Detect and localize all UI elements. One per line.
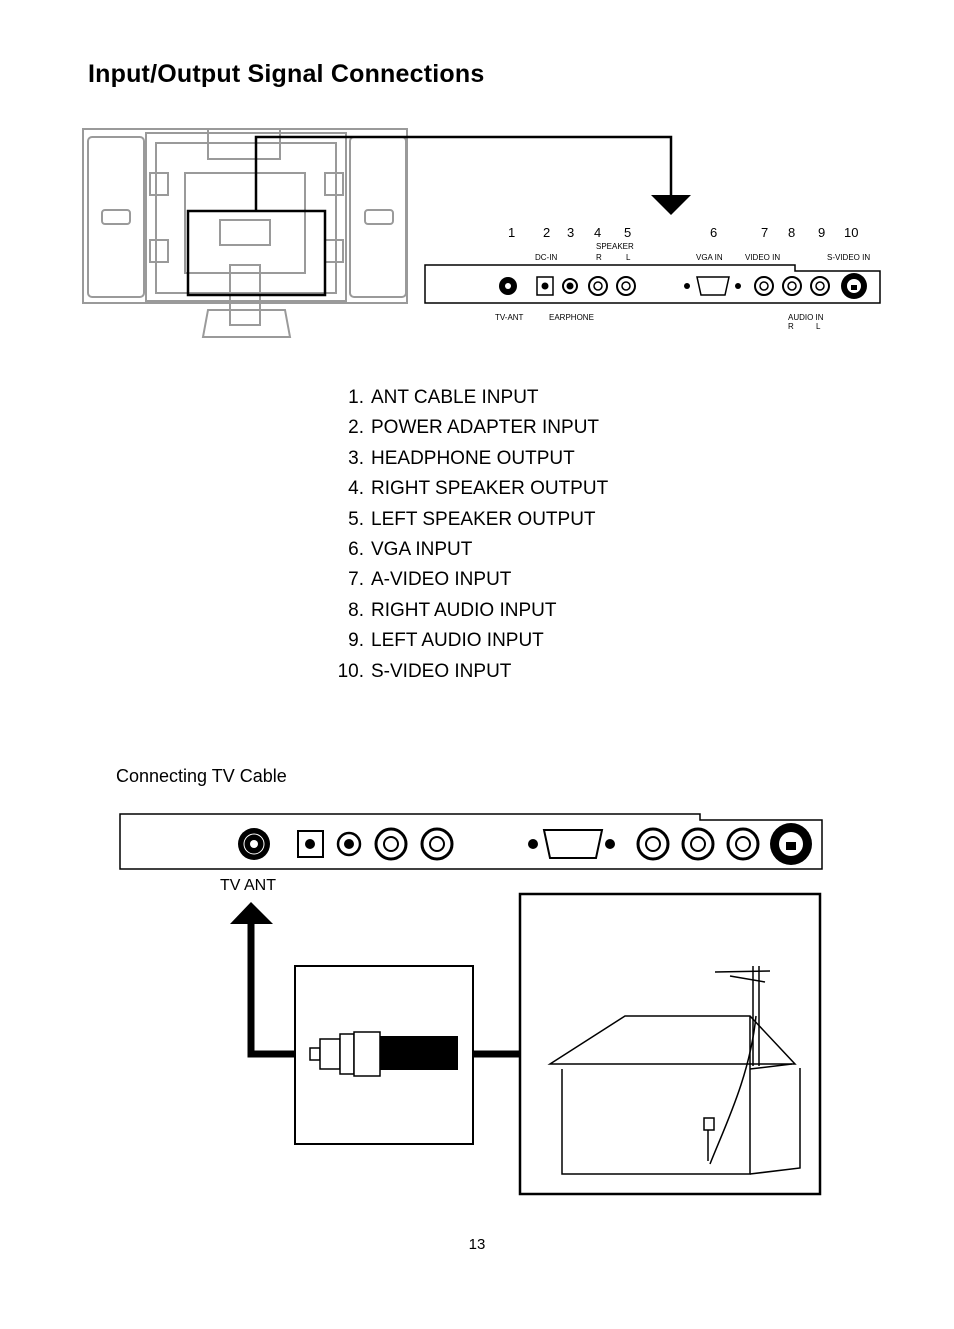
cable-connection-illustration <box>119 813 823 1196</box>
dc-in-label: DC-IN <box>535 253 558 262</box>
list-item: 8.RIGHT AUDIO INPUT <box>348 599 557 621</box>
audio-r-label: R <box>788 322 794 331</box>
list-item: 9.LEFT AUDIO INPUT <box>348 630 544 652</box>
connector-list: 1.ANT CABLE INPUT 2.POWER ADAPTER INPUT … <box>330 383 609 687</box>
connector-number: 4 <box>594 225 602 240</box>
speaker-l-label: L <box>626 253 631 262</box>
connector-number: 7 <box>761 225 769 240</box>
list-item: 10.S-VIDEO INPUT <box>337 660 512 682</box>
cable-connection-diagram <box>110 806 840 1211</box>
list-item: 4.RIGHT SPEAKER OUTPUT <box>348 478 609 500</box>
vga-in-label: VGA IN <box>696 253 723 262</box>
tv-ant-label: TV-ANT <box>495 313 524 322</box>
tv-ant-label: TV ANT <box>220 877 277 894</box>
connector-number: 3 <box>567 225 575 240</box>
list-item: 5.LEFT SPEAKER OUTPUT <box>348 508 596 530</box>
list-item: 3.HEADPHONE OUTPUT <box>348 447 575 469</box>
connector-number: 1 <box>508 225 516 240</box>
page-number: 13 <box>468 1236 486 1253</box>
audio-l-label: L <box>816 322 821 331</box>
list-item: 7.A-VIDEO INPUT <box>348 569 512 591</box>
connector-number: 8 <box>788 225 796 240</box>
s-video-in-label: S-VIDEO IN <box>827 253 871 262</box>
earphone-label: EARPHONE <box>549 313 594 322</box>
video-in-label: VIDEO IN <box>745 253 781 262</box>
connector-number: 5 <box>624 225 632 240</box>
speaker-r-label: R <box>596 253 602 262</box>
connector-number: 9 <box>818 225 826 240</box>
section-heading: Connecting TV Cable <box>116 766 287 786</box>
list-item: 1.ANT CABLE INPUT <box>348 387 539 408</box>
list-item: 2.POWER ADAPTER INPUT <box>348 417 600 439</box>
audio-in-label: AUDIO IN <box>788 313 824 322</box>
tv-rear-illustration <box>82 128 881 338</box>
connector-number: 10 <box>844 225 859 240</box>
tv-rear-diagram: 1 2 3 4 5 6 7 8 9 10 SPEAKER DC-IN R L V… <box>80 125 890 350</box>
speaker-label: SPEAKER <box>596 242 634 251</box>
list-item: 6.VGA INPUT <box>348 538 473 560</box>
connector-number: 6 <box>710 225 718 240</box>
page-title: Input/Output Signal Connections <box>88 60 485 88</box>
connector-number: 2 <box>543 225 551 240</box>
